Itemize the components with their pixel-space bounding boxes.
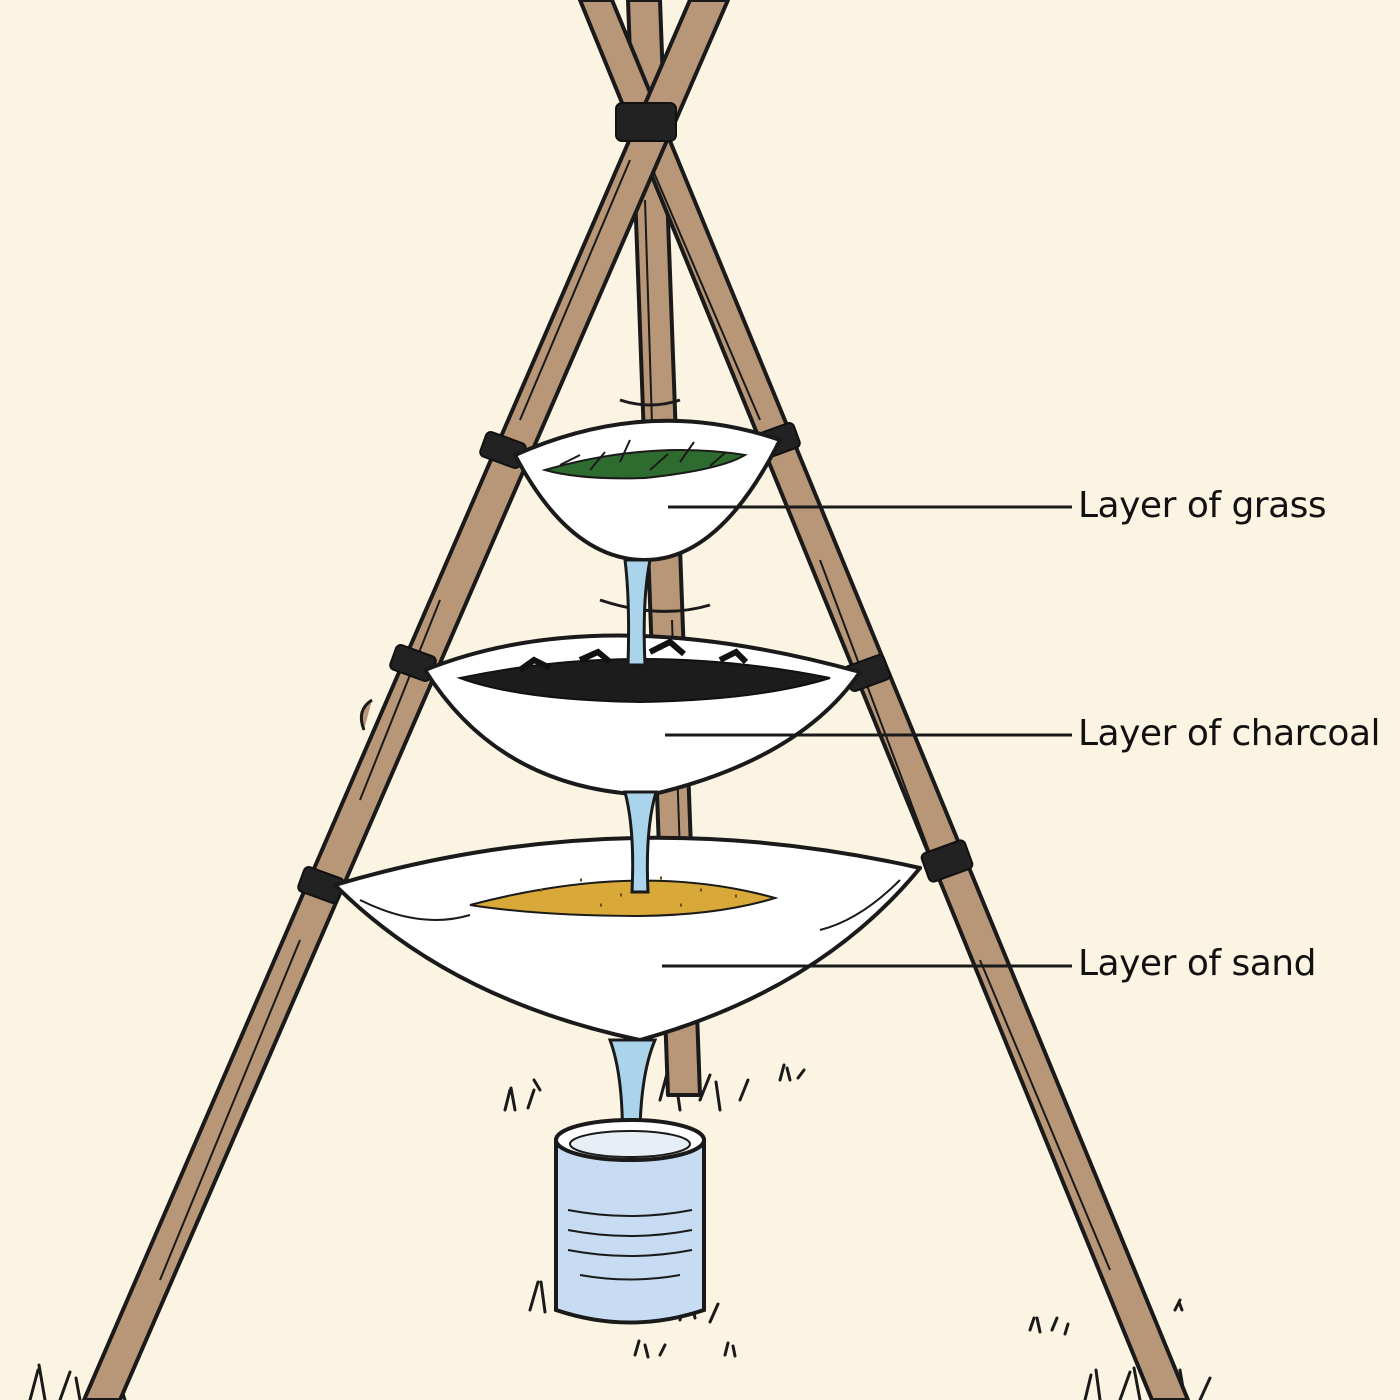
water-streams — [607, 558, 658, 1162]
charcoal-filter-tier — [423, 598, 862, 797]
collection-bottle — [554, 1118, 706, 1325]
label-sand-layer: Layer of sand — [1078, 943, 1316, 984]
right-pole — [82, 0, 730, 1400]
left-pole — [578, 0, 1190, 1400]
label-charcoal-layer: Layer of charcoal — [1078, 713, 1381, 754]
sand-filter-tier — [333, 835, 922, 1042]
leader-lines — [662, 505, 1072, 968]
grass-filter-tier — [513, 398, 782, 562]
label-grass-layer: Layer of grass — [1078, 485, 1327, 526]
